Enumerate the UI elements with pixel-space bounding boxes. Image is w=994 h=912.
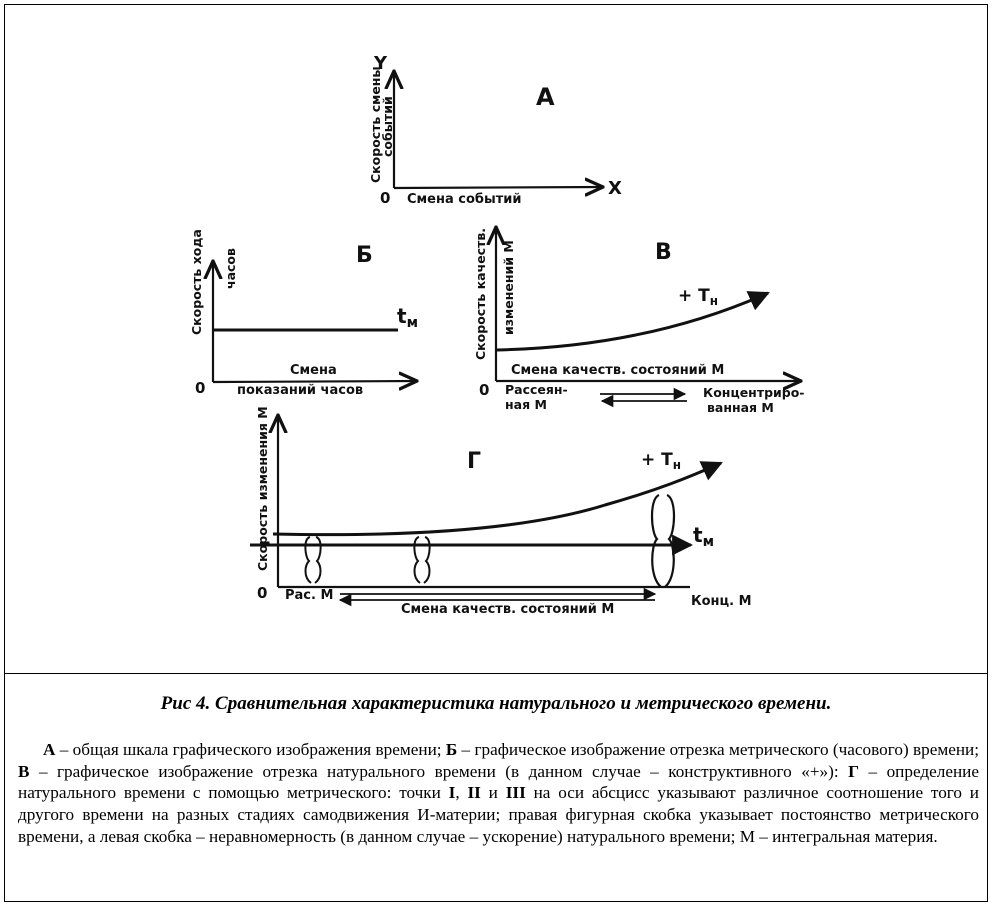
panel-v-y-label-1: Скорость качеств. (473, 228, 488, 360)
caption-bold-term: I (448, 783, 456, 803)
panel-g-curve-label: + Тн (641, 450, 681, 472)
caption-divider (4, 673, 988, 674)
panel-a-label: А (536, 83, 555, 111)
panel-g-brace-i (304, 536, 322, 584)
caption-bold-term: А (43, 740, 56, 759)
panel-v-right-label-1: Концентриро- (703, 385, 805, 400)
panel-g-brace-iii (650, 493, 676, 588)
panel-b-label: Б (356, 243, 373, 268)
caption-bold-term: II (467, 783, 481, 803)
figure-caption-title: Рис 4. Сравнительная характеристика нату… (160, 693, 832, 714)
panel-v-y-label-2: изменений М (501, 240, 516, 335)
figure-caption-body: А – общая шкала графического изображения… (18, 739, 979, 848)
panel-v-label: В (655, 240, 672, 265)
figure-diagram: А Y X 0 Скорость смены событий Смена соб… (189, 53, 805, 617)
panel-b-y-label-2: часов (223, 248, 238, 289)
panel-g-brace-ii (413, 536, 431, 584)
panel-a-axis-y-letter: Y (373, 53, 388, 74)
panel-b: Б 0 Скорость хода часов tм Смена показан… (189, 229, 418, 398)
panel-v: В 0 Скорость качеств. изменений М + Тн С… (473, 227, 805, 415)
caption-bold-term: Г (848, 761, 860, 781)
panel-g: Г 0 Скорость изменения М + Тн tм Рас. М … (250, 406, 752, 617)
panel-g-natural-curve (272, 461, 723, 537)
panel-g-label: Г (467, 449, 481, 474)
panel-g-y-label: Скорость изменения М (255, 406, 270, 571)
caption-text-run: – общая шкала графического изображения в… (55, 740, 446, 759)
panel-v-right-label-2: ванная М (707, 400, 774, 415)
panel-g-line-label: tм (693, 523, 714, 550)
panel-v-left-label-2: ная М (505, 397, 547, 412)
panel-b-x-label-1: Смена (290, 363, 337, 378)
panel-a-x-axis (393, 187, 603, 188)
panel-a: А Y X 0 Скорость смены событий Смена соб… (368, 53, 622, 207)
panel-b-x-label-2: показаний часов (237, 383, 363, 398)
panel-g-x-label: Смена качеств. состояний М (401, 602, 614, 617)
panel-g-origin: 0 (257, 584, 267, 602)
caption-text-run: – графическое изображение отрезка натура… (29, 761, 849, 781)
panel-b-line-label: tм (397, 304, 418, 331)
caption-bold-term: В (18, 761, 30, 781)
panel-b-y-label-1: Скорость хода (189, 229, 204, 335)
panel-g-left-end: Рас. М (285, 588, 333, 603)
panel-v-left-label-1: Рассеян- (505, 382, 568, 397)
panel-a-axis-x-letter: X (608, 178, 622, 199)
panel-v-curve-label: + Тн (678, 286, 718, 308)
panel-v-origin: 0 (479, 381, 489, 399)
caption-bold-term: Б (445, 740, 458, 759)
panel-b-origin: 0 (195, 379, 205, 397)
panel-v-x-label: Смена качеств. состояний М (511, 363, 724, 378)
panel-g-right-end: Конц. М (691, 594, 752, 609)
panel-v-natural-curve (495, 291, 770, 352)
caption-text-run: на оси абсцисс указывают различное соотн… (18, 783, 980, 846)
caption-text-run: – графическое изображение отрезка метрич… (457, 740, 979, 759)
caption-bold-term: III (505, 783, 526, 803)
caption-text-run: и (480, 783, 506, 803)
panel-b-x-axis (212, 381, 417, 382)
caption-text-run: , (455, 783, 468, 803)
panel-a-y-label-2: событий (380, 96, 395, 157)
panel-a-x-label: Смена событий (407, 192, 522, 207)
figure-frame (4, 4, 988, 902)
panel-a-origin: 0 (380, 189, 390, 207)
caption-text-run: – определение натурального времени с пом… (18, 761, 979, 803)
panel-a-y-label-1: Скорость смены (368, 66, 383, 183)
